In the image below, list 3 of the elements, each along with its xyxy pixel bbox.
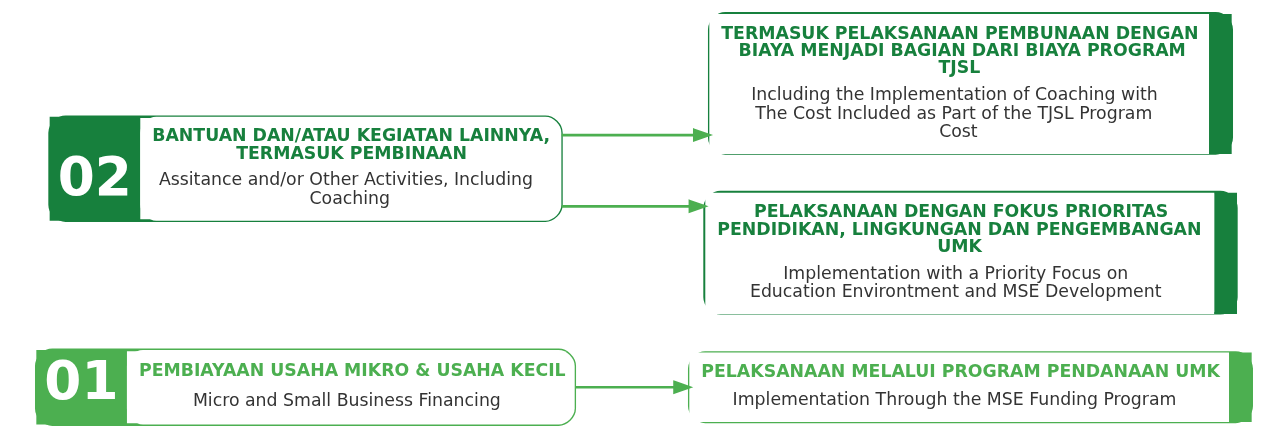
arrow bbox=[574, 380, 693, 395]
arrow bbox=[561, 199, 709, 214]
arrow bbox=[561, 128, 713, 143]
